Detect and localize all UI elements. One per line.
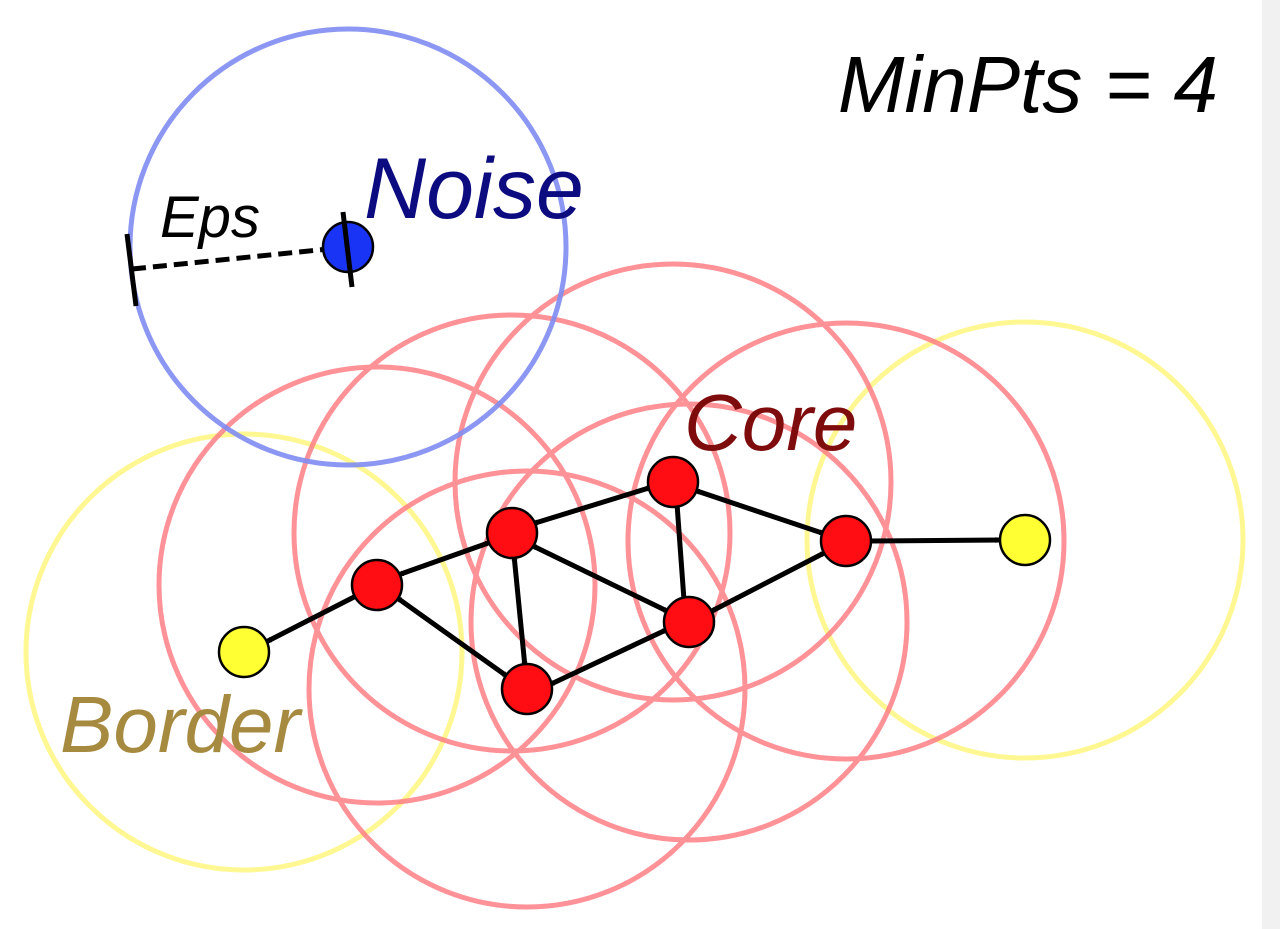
arrow-core4-core5 [708, 549, 828, 615]
core-point [485, 506, 539, 560]
arrow-core1-core6 [394, 594, 510, 680]
core-point [819, 514, 873, 568]
arrow-core2-core5 [529, 542, 671, 615]
arrow-core1-border-left [264, 593, 358, 645]
border-circle-right [804, 319, 1246, 761]
core-label: Core [684, 378, 857, 467]
density-arrows [264, 484, 1002, 688]
border-label: Border [60, 680, 303, 769]
arrow-core2-core3 [531, 484, 653, 527]
minpts-label: MinPts = 4 [838, 40, 1218, 129]
core-point [662, 595, 716, 649]
border-point-right [998, 513, 1052, 567]
arrow-core2-core6 [511, 554, 528, 668]
arrow-core1-core2 [397, 539, 492, 578]
core-point [500, 662, 554, 716]
core-point [350, 558, 404, 612]
eps-dashed-line [131, 244, 349, 272]
core-circle-6 [306, 468, 748, 910]
border-points [217, 513, 1052, 679]
arrow-core3-core4 [693, 487, 826, 537]
border-point-left [217, 625, 271, 679]
arrow-core4-border-right [867, 537, 1002, 544]
eps-end-tick [124, 233, 139, 307]
eps-label: Eps [160, 185, 260, 250]
arrow-core3-core5 [674, 503, 687, 601]
noise-label: Noise [364, 141, 584, 237]
core-point [646, 455, 700, 509]
right-edge-strip [1262, 0, 1280, 929]
eps-radius-indicator [124, 233, 349, 307]
noise-point-tick [340, 211, 355, 288]
arrow-core6-core5 [547, 626, 670, 688]
core-points [350, 455, 873, 716]
core-circle-4 [625, 320, 1067, 762]
